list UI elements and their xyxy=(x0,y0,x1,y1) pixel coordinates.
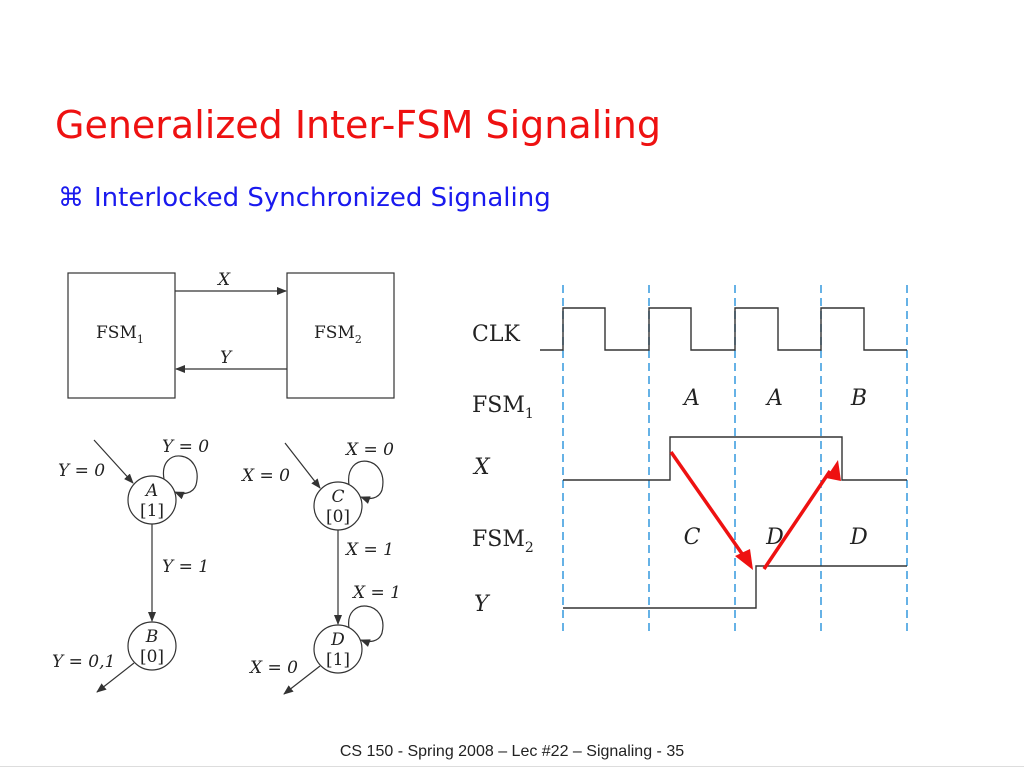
block-diagram xyxy=(67,272,395,399)
state-c-name: C xyxy=(331,487,344,507)
state-b-exit-label: Y = 0,1 xyxy=(52,652,115,672)
a-to-b-label: Y = 1 xyxy=(162,557,209,577)
bullet-text: Interlocked Synchronized Signaling xyxy=(94,183,551,213)
x-to-y-arrow-shaft xyxy=(669,450,747,560)
state-c-self-loop xyxy=(348,460,384,504)
y-signal-label: Y xyxy=(220,348,233,368)
state-a-name: A xyxy=(144,481,158,501)
state-c-loop-label: X = 0 xyxy=(344,440,394,460)
state-a-loop-label: Y = 0 xyxy=(162,437,209,457)
fsm1-entry-arrow xyxy=(93,439,134,484)
state-d-loop-label: X = 1 xyxy=(351,583,401,603)
fsm2-state-diagram xyxy=(283,442,384,695)
state-b-node xyxy=(127,621,177,671)
fsm2-entry-label: X = 0 xyxy=(240,466,290,486)
c-to-d-label: X = 1 xyxy=(344,540,394,560)
state-a-output: [1] xyxy=(140,501,164,521)
fsm2-block-label: FSM2 xyxy=(314,323,362,346)
state-b-exit-arrow xyxy=(96,662,135,693)
slide-footer: CS 150 - Spring 2008 – Lec #22 – Signali… xyxy=(339,743,685,760)
state-d-node xyxy=(313,624,363,674)
fsm1-state-value: B xyxy=(850,386,867,411)
state-b-output: [0] xyxy=(140,647,164,667)
state-d-output: [1] xyxy=(326,650,350,670)
x-waveform xyxy=(563,436,907,481)
x-to-y-arrow-head xyxy=(735,549,753,570)
fsm2-state-value: C xyxy=(684,525,701,550)
state-b-name: B xyxy=(145,627,159,647)
state-d-name: D xyxy=(330,630,345,650)
y-waveform xyxy=(563,565,907,609)
state-a-self-loop xyxy=(162,455,198,500)
clk-label: CLK xyxy=(472,322,520,347)
y-row-label: Y xyxy=(474,592,491,617)
state-d-self-loop xyxy=(348,605,384,647)
fsm1-row-label: FSM1 xyxy=(472,393,534,422)
fsm1-entry-label: Y = 0 xyxy=(58,461,105,481)
command-key-icon: ⌘ xyxy=(58,183,84,213)
state-d-exit-label: X = 0 xyxy=(248,658,298,678)
fsm1-block xyxy=(67,272,176,399)
clk-waveform xyxy=(540,307,907,351)
y-to-x-arrow-shaft xyxy=(762,470,832,570)
x-signal-label: X xyxy=(216,270,231,290)
fsm1-block-label: FSM1 xyxy=(96,323,144,346)
x-row-label: X xyxy=(472,455,491,480)
y-to-x-arrow-head xyxy=(826,460,841,481)
bullet-item: ⌘ Interlocked Synchronized Signaling xyxy=(58,183,551,213)
fsm1-state-diagram xyxy=(93,439,198,693)
state-c-output: [0] xyxy=(326,507,350,527)
fsm2-entry-arrow xyxy=(284,442,321,489)
fsm1-state-value: A xyxy=(682,386,700,411)
fsm2-row-label: FSM2 xyxy=(472,527,534,556)
state-d-exit-arrow xyxy=(283,665,321,695)
fsm1-state-value: A xyxy=(765,386,783,411)
fsm2-block xyxy=(286,272,395,399)
timing-diagram: CLK FSM1 X FSM2 Y A A B C D D xyxy=(472,285,908,633)
causality-arrows xyxy=(669,450,841,570)
fsm2-state-value: D xyxy=(849,525,868,550)
slide-title: Generalized Inter-FSM Signaling xyxy=(55,103,661,147)
